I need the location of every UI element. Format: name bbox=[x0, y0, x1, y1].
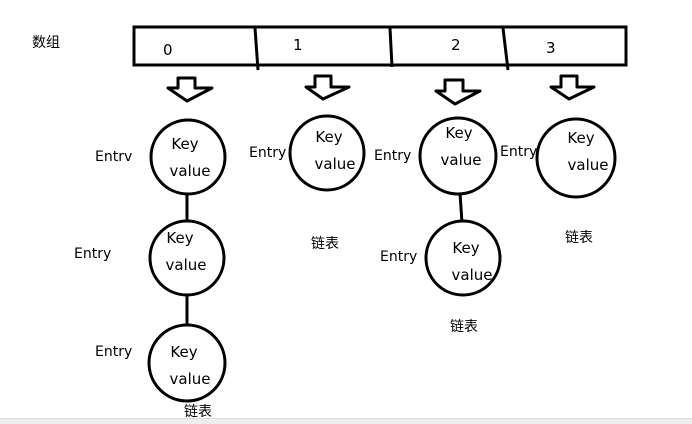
node-value: value bbox=[440, 151, 482, 169]
node-value: value bbox=[314, 155, 356, 173]
node-value: value bbox=[567, 156, 609, 174]
node-key: Key bbox=[170, 343, 198, 361]
entry-node bbox=[418, 116, 498, 196]
entry-node bbox=[147, 323, 227, 403]
array-box bbox=[132, 25, 628, 67]
entry-label: Entry bbox=[380, 249, 418, 265]
entry-label: Entry bbox=[249, 145, 287, 161]
entry-label: Entry bbox=[374, 148, 412, 164]
down-arrow-icon bbox=[304, 74, 351, 101]
node-value: value bbox=[165, 256, 207, 274]
linked-list-label: 链表 bbox=[184, 404, 212, 420]
node-key: Key bbox=[445, 124, 473, 142]
entry-label: Entry bbox=[74, 246, 112, 262]
entry-node bbox=[288, 114, 366, 192]
array-divider bbox=[501, 27, 510, 71]
entry-label: Entry bbox=[95, 344, 133, 360]
node-key: Key bbox=[452, 239, 480, 257]
node-key: Key bbox=[315, 128, 343, 146]
node-value: value bbox=[451, 266, 493, 284]
node-key: Key bbox=[166, 229, 194, 247]
chain-link bbox=[458, 192, 464, 224]
entry-label: Entrv bbox=[95, 149, 133, 165]
entry-node bbox=[148, 219, 226, 297]
node-key: Key bbox=[567, 129, 595, 147]
array-divider bbox=[253, 27, 260, 71]
down-arrow-icon bbox=[434, 78, 482, 106]
bottom-edge bbox=[0, 418, 692, 424]
array-index: 3 bbox=[546, 39, 556, 57]
array-label: 数组 bbox=[32, 35, 60, 51]
down-arrow-icon bbox=[166, 76, 214, 103]
array-index: 1 bbox=[293, 36, 303, 54]
entry-node bbox=[424, 219, 502, 297]
linked-list-label: 链表 bbox=[565, 230, 593, 246]
array-index: 0 bbox=[163, 41, 173, 59]
entry-label: Entry bbox=[500, 144, 538, 160]
linked-list-label: 链表 bbox=[450, 319, 478, 335]
array-divider bbox=[388, 27, 394, 68]
entry-node bbox=[149, 118, 227, 196]
entry-node bbox=[535, 117, 617, 199]
linked-list-label: 链表 bbox=[311, 236, 339, 252]
node-value: value bbox=[169, 162, 211, 180]
node-value: value bbox=[169, 370, 211, 388]
down-arrow-icon bbox=[549, 74, 596, 101]
array-index: 2 bbox=[451, 36, 461, 54]
node-key: Key bbox=[171, 135, 199, 153]
